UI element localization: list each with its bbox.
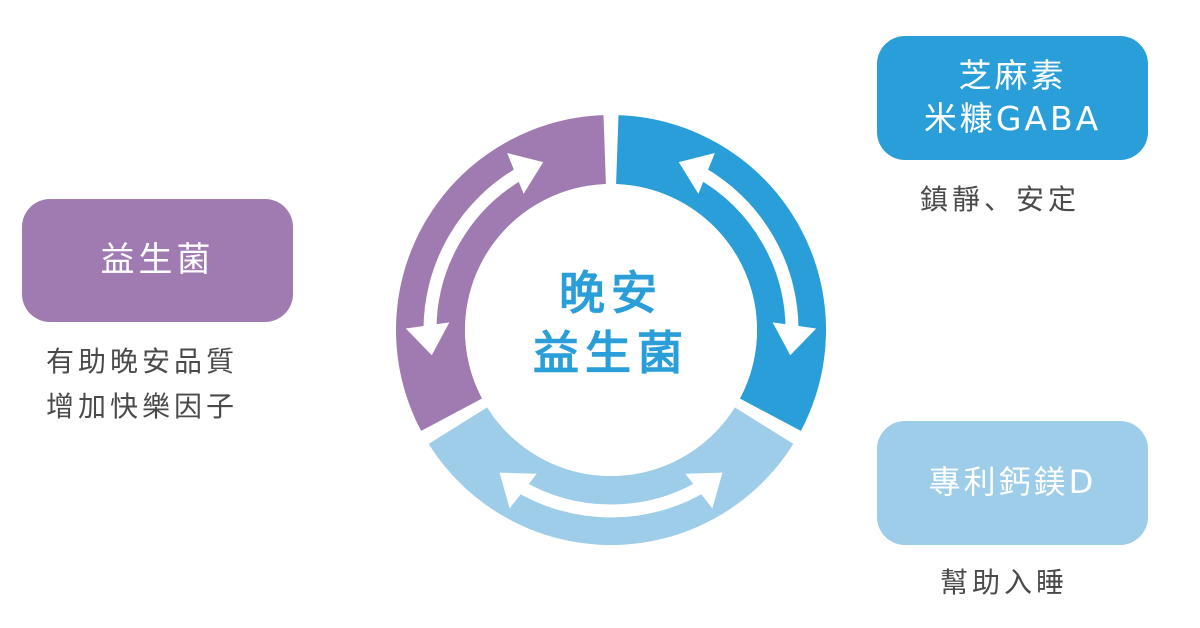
center-title: 晚安 益生菌 bbox=[461, 264, 761, 384]
probiotic-desc-line1: 有助晚安品質 bbox=[46, 345, 239, 378]
double-headed-arrow-icon bbox=[678, 153, 817, 356]
sesame-title-line2: 米糠GABA bbox=[923, 99, 1102, 138]
sesame-gaba-description: 鎮靜、安定 bbox=[920, 178, 1080, 223]
sesame-desc: 鎮靜、安定 bbox=[920, 183, 1081, 216]
calcium-magnesium-box: 專利鈣鎂D bbox=[877, 421, 1148, 545]
calcium-desc: 幫助入睡 bbox=[940, 566, 1069, 599]
probiotic-description: 有助晚安品質 增加快樂因子 bbox=[46, 340, 238, 430]
double-headed-arrow-icon bbox=[405, 153, 544, 356]
ring-segment-blue bbox=[616, 115, 827, 431]
probiotic-box: 益生菌 bbox=[22, 199, 293, 322]
calcium-magnesium-description: 幫助入睡 bbox=[940, 561, 1068, 606]
probiotic-title: 益生菌 bbox=[100, 240, 215, 281]
center-title-line2: 益生菌 bbox=[533, 325, 689, 380]
calcium-title: 專利鈣鎂D bbox=[928, 463, 1097, 502]
center-circle bbox=[465, 184, 757, 476]
ring-segment-light-blue bbox=[428, 407, 794, 545]
probiotic-desc-line2: 增加快樂因子 bbox=[46, 389, 239, 423]
sesame-title-line1: 芝麻素 bbox=[958, 56, 1067, 96]
double-headed-arrow-icon bbox=[499, 472, 723, 518]
ring-segment-purple bbox=[396, 115, 606, 431]
sesame-gaba-box: 芝麻素 米糠GABA bbox=[877, 36, 1148, 160]
center-title-line1: 晚安 bbox=[559, 266, 663, 320]
